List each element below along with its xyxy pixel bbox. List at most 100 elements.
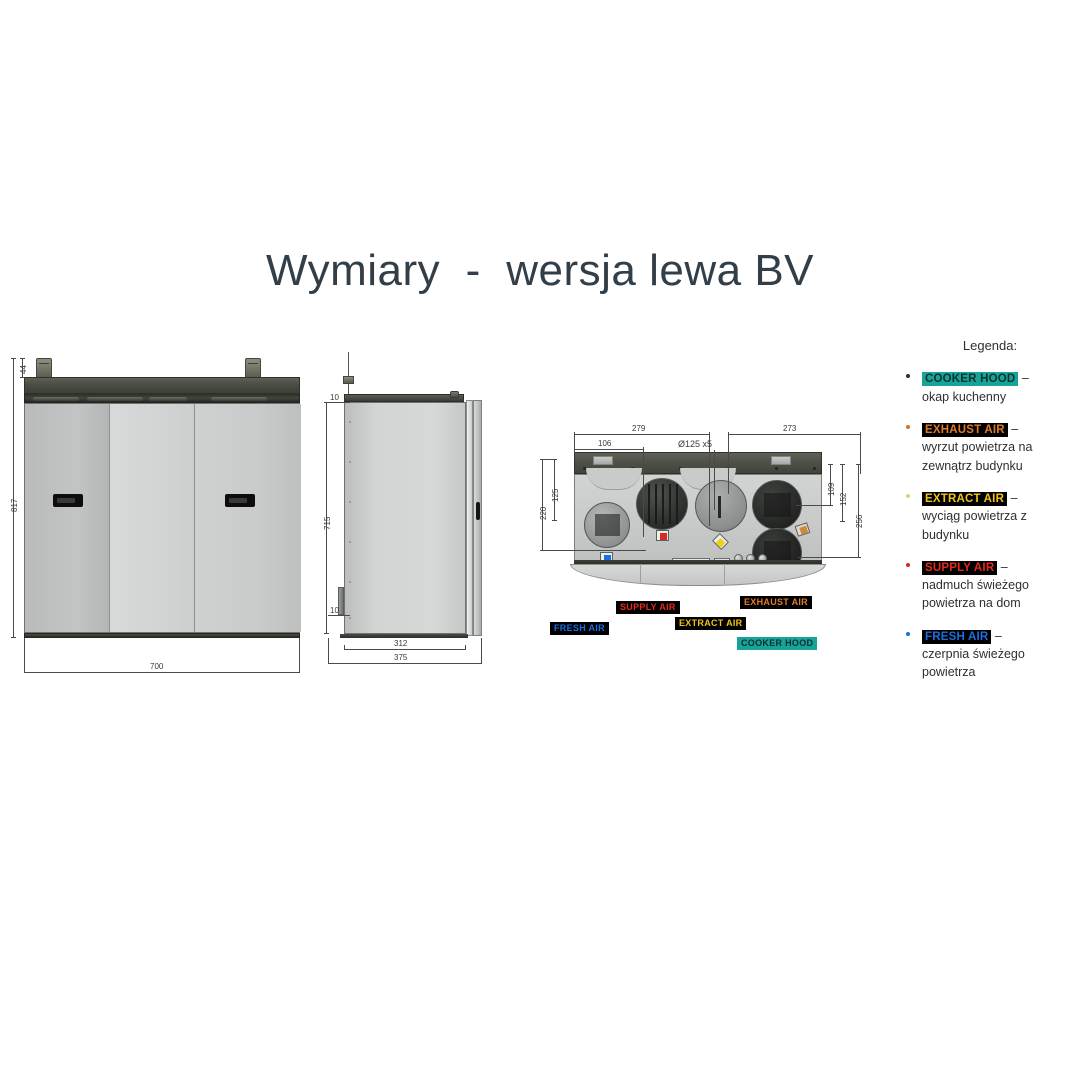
dim-line <box>326 402 327 634</box>
leader-line <box>714 450 715 510</box>
side-view-drawing: 715 10 10 312 375 <box>322 352 502 697</box>
side-cabinet-body <box>344 402 466 634</box>
dim-line <box>328 402 350 403</box>
dim-line <box>344 649 466 650</box>
legend-item: SUPPLY AIR –nadmuch świeżego powietrza n… <box>906 558 1074 613</box>
side-base-plate <box>340 634 468 638</box>
legend-bullet-icon <box>906 369 922 406</box>
port-extract-air <box>695 480 747 532</box>
dim-tick <box>11 637 16 638</box>
dim-line <box>542 459 543 551</box>
front-panel-middle <box>110 404 195 632</box>
dim-front-bracket: 44 <box>19 365 28 374</box>
dim-side-depth-total: 375 <box>394 653 408 662</box>
dim-ext-line <box>709 434 710 526</box>
grille-bar <box>662 484 664 524</box>
legend-chip: EXHAUST AIR <box>922 422 1008 437</box>
dim-tick <box>840 464 845 465</box>
grille-bar <box>669 484 671 524</box>
legend-bullet-icon <box>906 420 922 475</box>
dim-tick <box>11 358 16 359</box>
side-handle <box>476 502 480 520</box>
callout-extract-air: EXTRACT AIR <box>675 617 747 630</box>
legend-description: wyciąg powietrza z budynku <box>922 509 1027 542</box>
dim-tick <box>840 521 845 522</box>
side-top-knob <box>450 391 459 398</box>
dim-line <box>328 615 350 616</box>
grille-bar <box>676 484 678 524</box>
screw-dot <box>349 617 351 619</box>
dim-tick <box>324 402 329 403</box>
front-panel-right <box>195 404 301 632</box>
lid-slot <box>87 397 143 401</box>
dim-tick <box>20 377 25 378</box>
legend-bullet-icon <box>906 627 922 682</box>
front-panel-left <box>25 404 110 632</box>
legend-description: nadmuch świeżego powietrza na dom <box>922 578 1030 611</box>
callout-fresh-air: FRESH AIR <box>550 622 609 635</box>
dim-top-left-inner: 106 <box>598 439 612 448</box>
skirt-seam <box>640 564 641 584</box>
dim-ext-line <box>643 449 644 537</box>
dim-tick <box>856 464 861 465</box>
dim-line <box>22 358 23 378</box>
side-rail-inner <box>466 400 473 636</box>
dim-tick <box>324 633 329 634</box>
sticker-arrow-yellow <box>715 537 726 548</box>
dim-ext-line <box>299 638 300 672</box>
port-fresh-air <box>584 502 630 548</box>
dim-ext-line <box>24 638 25 672</box>
grille-bar <box>648 484 650 524</box>
dim-ext-line <box>860 434 861 474</box>
dim-line <box>858 464 859 558</box>
legend-bullet-icon <box>906 489 922 544</box>
dim-ext-line <box>542 459 556 460</box>
side-probe-line <box>348 352 349 378</box>
sticker-arrow-blue <box>604 555 611 562</box>
dim-tick <box>552 520 557 521</box>
top-notch-right <box>771 456 791 465</box>
top-notch-left <box>593 456 613 465</box>
lid-slot <box>33 397 79 401</box>
dim-line <box>328 663 482 664</box>
port-supply-air <box>636 478 688 530</box>
dim-top-right-v-outer: 256 <box>855 514 864 528</box>
legend-description: wyrzut powietrza na zewnątrz budynku <box>922 440 1033 473</box>
top-view-drawing: 279 273 106 Ø125 x5 125 220 109 <box>528 424 868 604</box>
dim-line <box>24 672 300 673</box>
grille-bar <box>655 484 657 524</box>
dim-tick <box>465 645 466 650</box>
legend-item: FRESH AIR –czerpnia świeżego powietrza <box>906 627 1074 682</box>
mounting-bracket-right-icon <box>245 358 261 380</box>
port-inner-shade <box>594 514 621 536</box>
top-bottom-strip <box>574 560 822 565</box>
screw-dot <box>775 467 778 470</box>
dim-side-top-offset: 10 <box>330 393 339 402</box>
dim-front-width: 700 <box>150 662 164 671</box>
callout-cooker-hood: COOKER HOOD <box>737 637 818 650</box>
dim-top-left-v-inner: 125 <box>551 488 560 502</box>
dim-top-left-span: 279 <box>632 424 646 433</box>
sticker-supply-icon <box>656 530 669 541</box>
side-probe-stem <box>348 384 349 398</box>
dim-ext-line <box>728 434 729 494</box>
dim-top-right-v-inner: 109 <box>827 482 836 496</box>
lid-slot <box>211 397 267 401</box>
front-base-plate <box>24 633 300 638</box>
port-center-pin <box>718 496 721 518</box>
dim-ext-line <box>481 638 482 663</box>
side-top-lid <box>344 394 464 402</box>
screw-dot <box>349 501 351 503</box>
legend-bullet-icon <box>906 558 922 613</box>
dim-line <box>830 464 831 506</box>
dim-line <box>554 459 555 521</box>
sticker-arrow-red <box>660 533 667 540</box>
legend-dash: – <box>1007 490 1018 505</box>
front-top-lid <box>24 377 300 394</box>
legend-dash: – <box>991 628 1002 643</box>
legend-title: Legenda: <box>962 338 1018 353</box>
legend-item-body: COOKER HOOD –okap kuchenny <box>922 369 1074 406</box>
dim-line <box>728 434 861 435</box>
port-inner-shade <box>763 541 792 565</box>
